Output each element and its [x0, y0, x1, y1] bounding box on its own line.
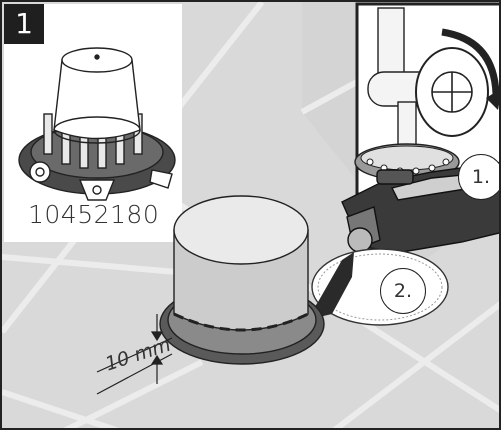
protective-cap	[159, 195, 325, 365]
dimension-marker	[96, 314, 173, 395]
step-number-badge: 1	[4, 4, 44, 44]
valve-body-drawing	[18, 47, 176, 201]
callout-step-2: 2.	[380, 268, 426, 314]
callout-step-1: 1.	[458, 154, 499, 200]
part-number-label: 10452180	[28, 200, 160, 229]
